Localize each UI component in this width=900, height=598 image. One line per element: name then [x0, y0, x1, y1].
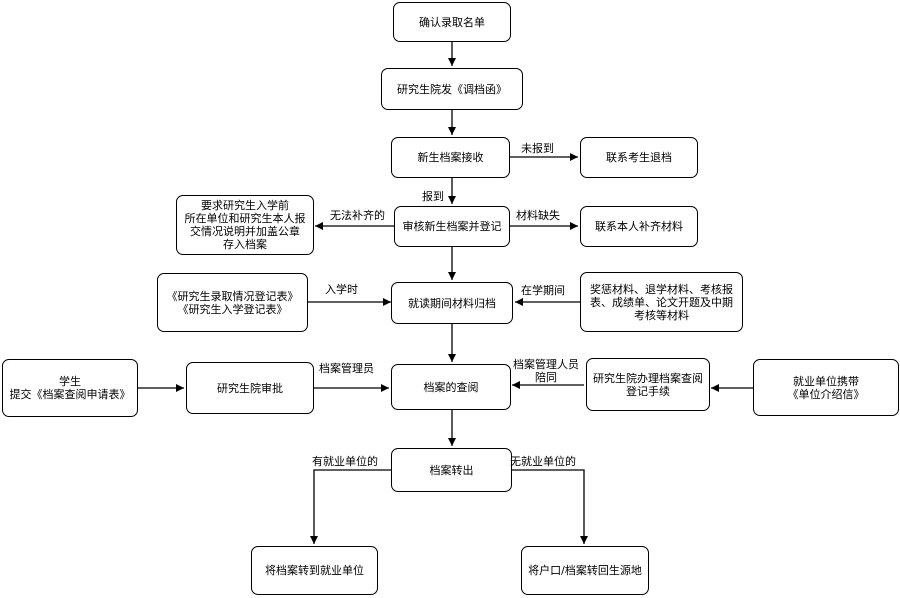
label-on-enroll: 入学时 [325, 283, 358, 296]
node-to-origin: 将户口/档案转回生源地 [521, 546, 649, 595]
arrow-transfer-to-employer [310, 469, 391, 544]
node-grad-handle: 研究生院办理档案查阅 登记手续 [586, 358, 710, 411]
label-not-reported: 未报到 [521, 142, 554, 155]
node-grad-approve: 研究生院审批 [186, 362, 314, 414]
node-require-unit: 要求研究生入学前 所在单位和研究生本人报 交情况说明并加盖公章 存入档案 [176, 195, 314, 255]
node-admission-forms: 《研究生录取情况登记表》 《研究生入学登记表》 [157, 273, 308, 332]
node-file-query: 档案的查阅 [391, 364, 511, 410]
node-employer-letter: 就业单位携带 《单位介绍信》 [753, 359, 899, 416]
label-no-employer: 无就业单位的 [510, 455, 576, 468]
node-send-letter: 研究生院发《调档函》 [381, 68, 523, 110]
node-contact-return: 联系考生退档 [580, 137, 698, 178]
label-cannot-supplement: 无法补齐的 [330, 209, 385, 222]
label-archive-manager: 档案管理员 [319, 362, 374, 375]
node-period-materials: 奖惩材料、退学材料、考核报 表、成绩单、论文开题及中期 考核等材料 [580, 272, 743, 332]
node-confirm-list: 确认录取名单 [393, 2, 511, 42]
label-archive-manager-accompany: 档案管理人员 陪同 [513, 358, 579, 384]
node-contact-supplement: 联系本人补齐材料 [580, 206, 698, 247]
node-review-register: 审核新生档案并登记 [394, 206, 510, 247]
node-to-employer: 将档案转到就业单位 [251, 546, 378, 595]
arrow-transfer-to-origin [512, 469, 588, 544]
label-reported: 报到 [422, 190, 444, 203]
label-missing-materials: 材料缺失 [516, 209, 560, 222]
label-during-study: 在学期间 [521, 284, 565, 297]
node-study-archive: 就读期间材料归档 [391, 282, 513, 324]
node-transfer-out: 档案转出 [391, 448, 512, 492]
label-has-employer: 有就业单位的 [312, 455, 378, 468]
node-student-apply: 学生 提交《档案查阅申请表》 [2, 359, 138, 417]
node-receive-files: 新生档案接收 [391, 137, 510, 178]
